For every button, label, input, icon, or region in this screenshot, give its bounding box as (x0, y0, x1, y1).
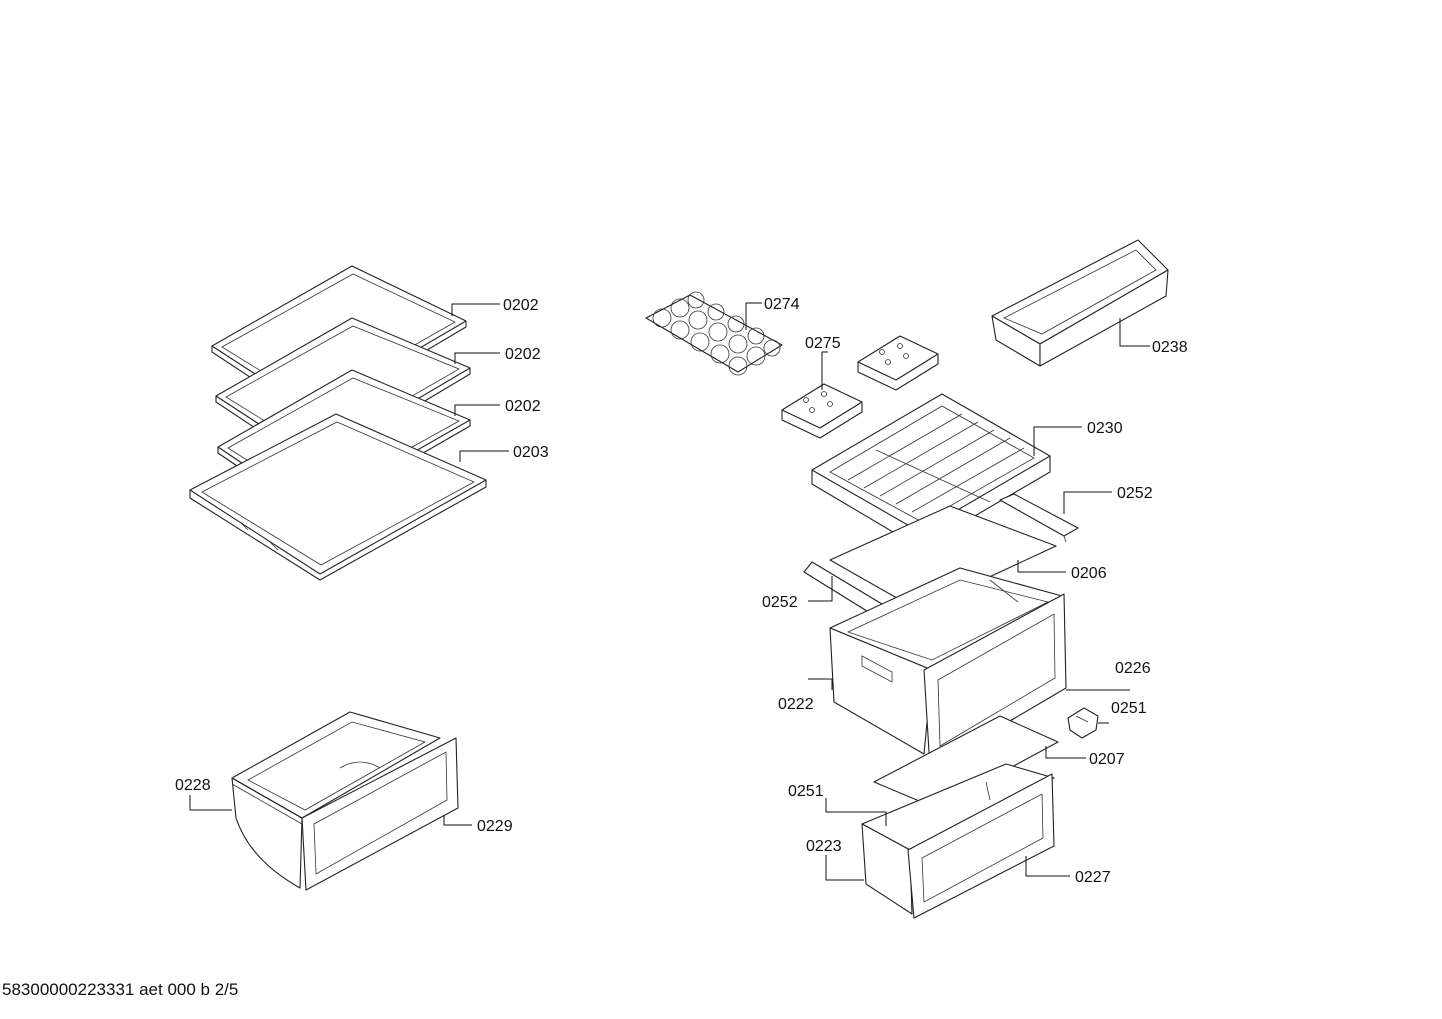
callout-0274: 0274 (764, 296, 800, 313)
drawer-0222-0226 (829, 567, 1067, 769)
callout-0252-right: 0252 (1117, 485, 1153, 502)
rail-0252-right (999, 493, 1079, 543)
callout-0203: 0203 (513, 444, 549, 461)
callout-0227: 0227 (1075, 869, 1111, 886)
bottle-rack-0238 (991, 239, 1169, 367)
ice-pack-0275-upper (857, 335, 939, 391)
callout-0228: 0228 (175, 777, 211, 794)
document-reference-footer: 58300000223331 aet 000 b 2/5 (2, 980, 239, 999)
callout-0223: 0223 (806, 838, 842, 855)
callout-0252-left: 0252 (762, 594, 798, 611)
small-drawer-0223-0227 (861, 763, 1055, 919)
ice-pack-0275-lower (781, 383, 863, 439)
crisper-drawer-0228-0229 (231, 711, 459, 891)
callout-0207: 0207 (1089, 751, 1125, 768)
callout-0206: 0206 (1071, 565, 1107, 582)
clip-0251-right (1067, 707, 1099, 739)
callout-0251-right: 0251 (1111, 700, 1147, 717)
callout-0229: 0229 (477, 818, 513, 835)
cover-plate-0206 (829, 505, 1057, 611)
callout-0226: 0226 (1115, 660, 1151, 677)
callout-0275: 0275 (805, 335, 841, 352)
callout-0202-lower: 0202 (505, 398, 541, 415)
callout-0251-lower: 0251 (788, 783, 824, 800)
callout-0222: 0222 (778, 696, 814, 713)
glass-shelf-0203-bottom (189, 413, 487, 581)
callout-0230: 0230 (1087, 420, 1123, 437)
callout-0238: 0238 (1152, 339, 1188, 356)
cover-plate-0207 (873, 715, 1059, 809)
egg-tray-0274 (645, 291, 783, 376)
leader-lines (189, 302, 1150, 881)
callout-0202-middle: 0202 (505, 346, 541, 363)
callout-0202-top: 0202 (503, 297, 539, 314)
